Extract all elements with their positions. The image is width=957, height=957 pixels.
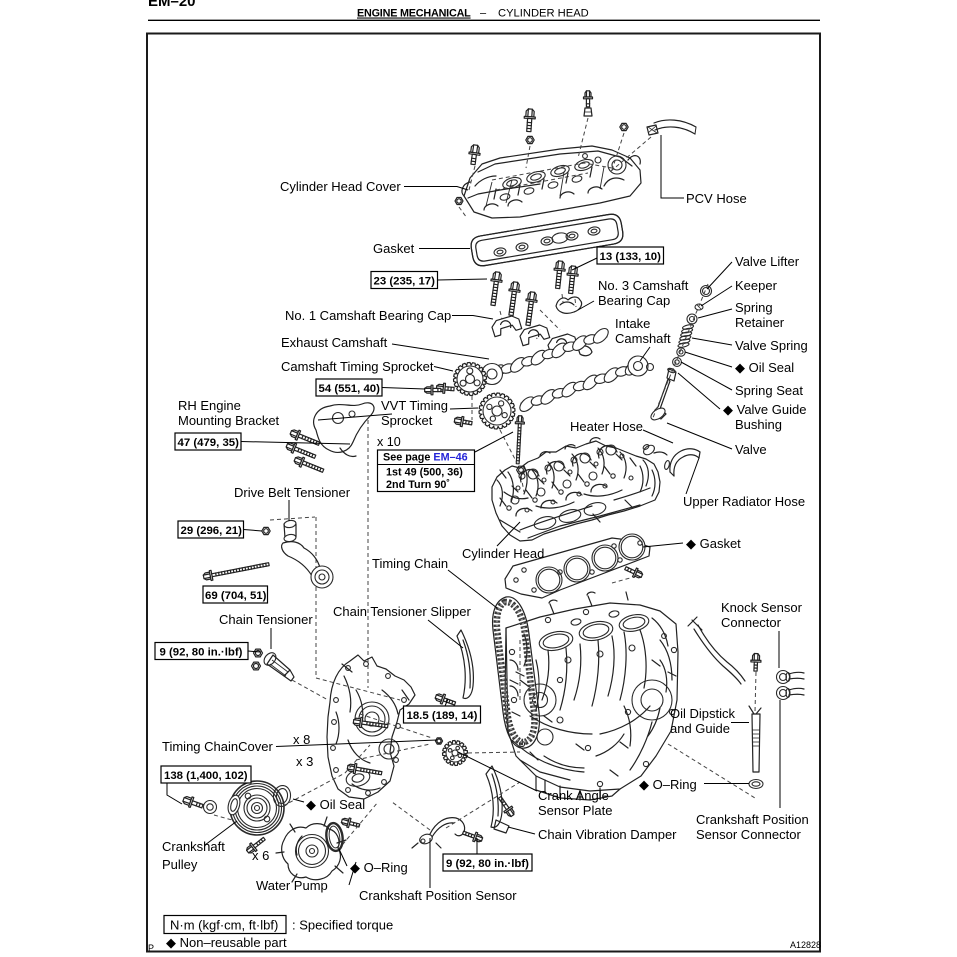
svg-text:Sprocket: Sprocket [381, 413, 433, 428]
svg-text:◆ O–Ring: ◆ O–Ring [350, 860, 408, 875]
svg-text:◆ Oil Seal: ◆ Oil Seal [735, 360, 794, 375]
svg-text:9 (92, 80 in.·lbf): 9 (92, 80 in.·lbf) [160, 647, 243, 659]
svg-text:2nd Turn 90˚: 2nd Turn 90˚ [386, 479, 450, 491]
svg-text:VVT Timing: VVT Timing [381, 398, 448, 413]
svg-text:1st 49 (500, 36): 1st 49 (500, 36) [386, 467, 463, 479]
svg-text:PCV Hose: PCV Hose [686, 191, 747, 206]
svg-text:CYLINDER HEAD: CYLINDER HEAD [498, 8, 589, 20]
svg-text:Valve: Valve [735, 442, 767, 457]
svg-text:RH Engine: RH Engine [178, 398, 241, 413]
svg-text:Crank Angle: Crank Angle [538, 788, 609, 803]
svg-text:No. 1 Camshaft Bearing Cap: No. 1 Camshaft Bearing Cap [285, 308, 451, 323]
svg-text:Timing ChainCover: Timing ChainCover [162, 739, 273, 754]
svg-text:Valve Spring: Valve Spring [735, 338, 808, 353]
svg-text:Knock Sensor: Knock Sensor [721, 600, 803, 615]
svg-text:Crankshaft Position Sensor: Crankshaft Position Sensor [359, 888, 517, 903]
svg-text:◆ O–Ring: ◆ O–Ring [639, 777, 697, 792]
svg-text:Keeper: Keeper [735, 278, 778, 293]
svg-text:Water Pump: Water Pump [256, 878, 328, 893]
svg-text:Intake: Intake [615, 316, 650, 331]
svg-text:29 (296, 21): 29 (296, 21) [181, 525, 243, 537]
svg-text:N·m (kgf·cm, ft·lbf): N·m (kgf·cm, ft·lbf) [170, 918, 278, 933]
svg-text:Spring: Spring [735, 300, 773, 315]
svg-text:◆ Non–reusable part: ◆ Non–reusable part [166, 935, 287, 950]
svg-text:and Guide: and Guide [670, 721, 730, 736]
svg-text:138 (1,400, 102): 138 (1,400, 102) [164, 770, 248, 782]
svg-text:Gasket: Gasket [373, 241, 415, 256]
svg-text:ENGINE MECHANICAL: ENGINE MECHANICAL [357, 8, 471, 20]
svg-text:Valve Lifter: Valve Lifter [735, 254, 800, 269]
svg-text:47 (479, 35): 47 (479, 35) [178, 437, 240, 449]
svg-text:Bearing Cap: Bearing Cap [598, 293, 670, 308]
svg-text:Sensor Connector: Sensor Connector [696, 827, 801, 842]
svg-text:Timing Chain: Timing Chain [372, 556, 448, 571]
svg-text:Pulley: Pulley [162, 857, 198, 872]
svg-text:Drive Belt Tensioner: Drive Belt Tensioner [234, 485, 351, 500]
svg-text:◆ Oil Seal: ◆ Oil Seal [306, 797, 365, 812]
svg-text:18.5 (189, 14): 18.5 (189, 14) [407, 710, 478, 722]
svg-text:x 6: x 6 [252, 848, 269, 863]
svg-text:Heater Hose: Heater Hose [570, 419, 643, 434]
svg-text:◆ Gasket: ◆ Gasket [686, 536, 741, 551]
svg-text:x 8: x 8 [293, 732, 310, 747]
svg-text:A12828: A12828 [790, 940, 821, 950]
svg-text:Camshaft: Camshaft [615, 331, 671, 346]
svg-text:Chain Vibration Damper: Chain Vibration Damper [538, 827, 677, 842]
svg-text:9 (92, 80 in.·lbf): 9 (92, 80 in.·lbf) [446, 858, 529, 870]
svg-text:: Specified torque: : Specified torque [292, 918, 393, 933]
svg-text:69 (704, 51): 69 (704, 51) [205, 590, 267, 602]
svg-text:Exhaust Camshaft: Exhaust Camshaft [281, 335, 388, 350]
svg-text:23 (235, 17): 23 (235, 17) [374, 276, 436, 288]
svg-text:x 3: x 3 [296, 754, 313, 769]
svg-text:Oil Dipstick: Oil Dipstick [670, 706, 736, 721]
svg-text:Connector: Connector [721, 615, 782, 630]
svg-text:Cylinder Head Cover: Cylinder Head Cover [280, 179, 401, 194]
svg-text:◆ Valve Guide: ◆ Valve Guide [723, 402, 806, 417]
svg-text:Crankshaft Position: Crankshaft Position [696, 812, 809, 827]
svg-text:54 (551, 40): 54 (551, 40) [319, 383, 381, 395]
svg-text:x 10: x 10 [377, 435, 401, 449]
svg-text:P: P [148, 943, 154, 953]
svg-text:See page EM–46: See page EM–46 [383, 452, 468, 464]
svg-text:13 (133, 10): 13 (133, 10) [600, 251, 662, 263]
svg-text:No. 3 Camshaft: No. 3 Camshaft [598, 278, 689, 293]
svg-text:Crankshaft: Crankshaft [162, 839, 225, 854]
svg-text:Camshaft Timing Sprocket: Camshaft Timing Sprocket [281, 359, 434, 374]
svg-text:Cylinder Head: Cylinder Head [462, 546, 544, 561]
svg-text:EM–20: EM–20 [148, 0, 196, 10]
svg-text:Bushing: Bushing [735, 417, 782, 432]
svg-text:Upper Radiator Hose: Upper Radiator Hose [683, 494, 805, 509]
svg-text:Sensor Plate: Sensor Plate [538, 803, 612, 818]
svg-text:–: – [480, 8, 487, 20]
svg-text:Mounting Bracket: Mounting Bracket [178, 413, 280, 428]
svg-text:Chain Tensioner Slipper: Chain Tensioner Slipper [333, 604, 471, 619]
svg-text:Retainer: Retainer [735, 315, 785, 330]
svg-text:Chain Tensioner: Chain Tensioner [219, 612, 313, 627]
svg-text:Spring Seat: Spring Seat [735, 383, 803, 398]
